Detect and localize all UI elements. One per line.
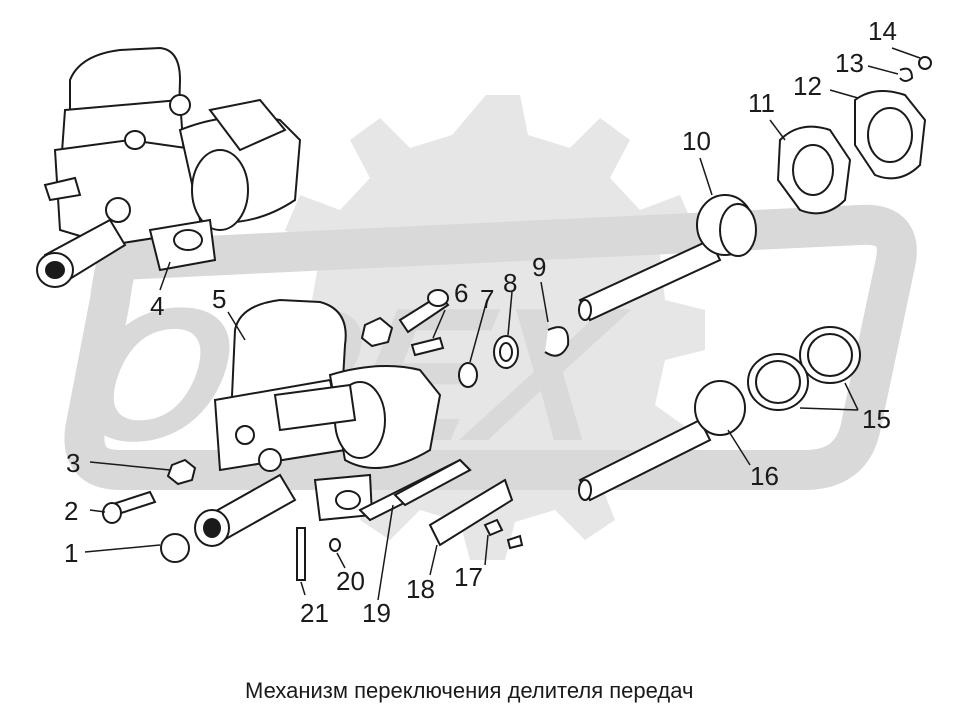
callout-11: 11	[748, 88, 775, 118]
callout-13: 13	[835, 48, 864, 78]
callout-16: 16	[750, 461, 779, 491]
callout-2: 2	[64, 496, 78, 526]
diagram-caption: Механизм переключения делителя передач	[245, 678, 693, 703]
callout-19: 19	[362, 598, 391, 628]
covers	[776, 56, 932, 215]
callout-6: 6	[454, 278, 468, 308]
callout-17: 17	[454, 562, 483, 592]
callout-10: 10	[682, 126, 711, 156]
callout-labels: 1 2 3 4 5 6 7 8 9 10 11 12 13 14 15 16 1…	[64, 16, 897, 628]
callout-9: 9	[532, 252, 546, 282]
shift-housing	[194, 298, 442, 547]
callout-18: 18	[406, 574, 435, 604]
callout-4: 4	[150, 291, 164, 321]
callout-1: 1	[64, 538, 78, 568]
shafts	[578, 194, 757, 502]
fasteners	[102, 289, 570, 581]
callout-20: 20	[336, 566, 365, 596]
callout-15: 15	[862, 404, 891, 434]
seal-rings	[747, 326, 861, 411]
leader-lines	[84, 47, 921, 601]
assembled-mechanism	[36, 46, 302, 288]
callout-3: 3	[66, 448, 80, 478]
watermark-band	[64, 204, 917, 490]
callout-8: 8	[503, 268, 517, 298]
callout-7: 7	[480, 284, 494, 314]
callout-5: 5	[212, 284, 226, 314]
callout-21: 21	[300, 598, 329, 628]
callout-12: 12	[793, 71, 822, 101]
callout-14: 14	[868, 16, 897, 46]
